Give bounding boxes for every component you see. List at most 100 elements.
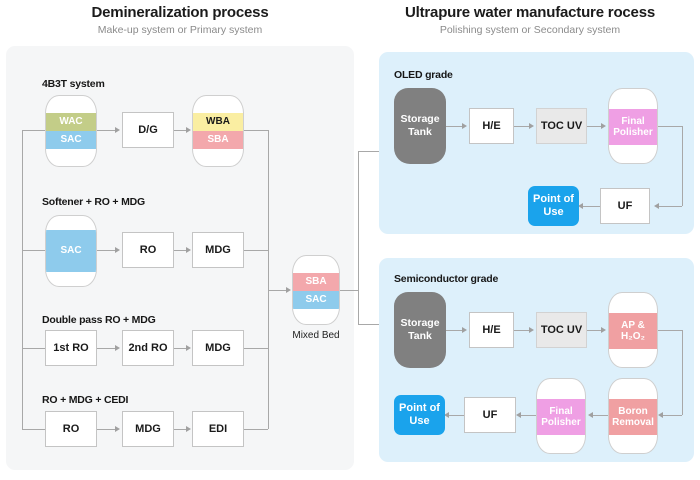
arrow-tank-to-he-oled <box>462 122 467 129</box>
link-into-boron <box>663 415 682 416</box>
vessel-mixed-bed[interactable]: SBA SAC <box>292 255 340 325</box>
arrow-1stro-to-2ndro <box>115 344 120 351</box>
arrow-polisher-to-uf-semi <box>516 411 521 418</box>
band-boron-removal: Boron Removal <box>609 399 657 435</box>
section-label-oled-grade: OLED grade <box>394 69 453 81</box>
semiconductor-point-of-use[interactable]: Point of Use <box>394 395 445 435</box>
oled-final-polisher[interactable]: Final Polisher <box>608 88 658 164</box>
semiconductor-ap-h2o2[interactable]: AP & H₂O₂ <box>608 292 658 368</box>
link-uf-to-pou-oled <box>583 206 600 207</box>
link-to-oled-panel <box>358 151 382 152</box>
link-he-to-tocuv-semi <box>514 330 529 331</box>
outlet-branch-3 <box>244 348 268 349</box>
arrow-ro-to-mdg <box>186 246 191 253</box>
link-to-semiconductor-panel <box>358 324 382 325</box>
arrow-ro-to-mdg-cedi <box>115 425 120 432</box>
oled-storage-tank[interactable]: Storage Tank <box>394 88 446 164</box>
right-column-title: Ultrapure water manufacture rocess <box>405 4 655 21</box>
band-sba: SBA <box>293 273 339 291</box>
link-tocuv-to-polisher-oled <box>587 126 601 127</box>
band-final-polisher: Final Polisher <box>609 109 657 145</box>
inlet-branch-3 <box>22 348 48 349</box>
semiconductor-uf-unit[interactable]: UF <box>464 397 516 433</box>
caption-mixed-bed: Mixed Bed <box>292 330 340 341</box>
semiconductor-heat-exchanger[interactable]: H/E <box>469 312 514 348</box>
arrow-boron-to-polisher <box>588 411 593 418</box>
arrow-tocuv-to-aph2o2 <box>601 326 606 333</box>
arrow-2ndro-to-mdg <box>186 344 191 351</box>
link-softener-to-ro <box>97 250 115 251</box>
unit-edi[interactable]: EDI <box>192 411 244 447</box>
arrow-he-to-tocuv-oled <box>529 122 534 129</box>
semiconductor-boron-removal[interactable]: Boron Removal <box>608 378 658 454</box>
right-column-subtitle: Polishing system or Secondary system <box>439 24 621 36</box>
arrow-he-to-tocuv-semi <box>529 326 534 333</box>
unit-second-ro[interactable]: 2nd RO <box>122 330 174 366</box>
left-column-subtitle: Make-up system or Primary system <box>97 24 263 36</box>
oled-point-of-use[interactable]: Point of Use <box>528 186 579 226</box>
link-1stro-to-2ndro <box>97 348 115 349</box>
arrow-tocuv-to-polisher-oled <box>601 122 606 129</box>
link-ro-to-mdg-cedi <box>97 429 115 430</box>
vessel-softener[interactable]: SAC <box>45 215 97 287</box>
arrow-uf-to-pou-semi <box>444 411 449 418</box>
link-bus-to-mixed-bed <box>268 290 286 291</box>
unit-ro-softener-row[interactable]: RO <box>122 232 174 268</box>
band-ap-h2o2: AP & H₂O₂ <box>609 313 657 349</box>
link-polisher-to-uf-semi <box>521 415 536 416</box>
unit-ro-cedi-row[interactable]: RO <box>45 411 97 447</box>
link-tank-to-he-semi <box>446 330 462 331</box>
band-final-polisher: Final Polisher <box>537 399 585 435</box>
unit-mdg-double-pass-row[interactable]: MDG <box>192 330 244 366</box>
arrow-dg-to-anion <box>186 126 191 133</box>
section-label-ro-mdg-cedi: RO + MDG + CEDI <box>42 394 129 406</box>
outlet-bus-line <box>268 130 269 429</box>
outlet-branch-2 <box>244 250 268 251</box>
link-boron-to-polisher <box>593 415 608 416</box>
arrow-softener-to-ro <box>115 246 120 253</box>
vessel-cation-4b3t[interactable]: WAC SAC <box>45 95 97 167</box>
link-into-uf-oled <box>659 206 682 207</box>
semiconductor-toc-uv[interactable]: TOC UV <box>536 312 587 348</box>
arrow-bus-to-mixed-bed <box>286 286 291 293</box>
link-uf-to-pou-semi <box>449 415 464 416</box>
left-column-title: Demineralization process <box>91 4 269 21</box>
section-label-4b3t: 4B3T system <box>42 78 105 90</box>
oled-uf-unit[interactable]: UF <box>600 188 650 224</box>
unit-mdg-cedi-row[interactable]: MDG <box>122 411 174 447</box>
arrow-cation-to-dg <box>115 126 120 133</box>
link-mdg-to-edi <box>174 429 186 430</box>
link-aph2o2-down <box>658 330 682 331</box>
band-sac: SAC <box>46 230 96 272</box>
oled-heat-exchanger[interactable]: H/E <box>469 108 514 144</box>
distribution-riser <box>358 151 359 324</box>
link-ro-to-mdg <box>174 250 186 251</box>
link-cation-to-dg <box>97 130 115 131</box>
band-wba: WBA <box>193 113 243 131</box>
inlet-branch-4 <box>22 429 48 430</box>
section-label-semiconductor-grade: Semiconductor grade <box>394 273 499 285</box>
link-he-to-tocuv-oled <box>514 126 529 127</box>
unit-first-ro[interactable]: 1st RO <box>45 330 97 366</box>
riser-aph2o2-to-boron <box>682 330 683 415</box>
vessel-anion-4b3t[interactable]: WBA SBA <box>192 95 244 167</box>
unit-degasser[interactable]: D/G <box>122 112 174 148</box>
band-sac: SAC <box>46 131 96 149</box>
semiconductor-final-polisher[interactable]: Final Polisher <box>536 378 586 454</box>
band-wac: WAC <box>46 113 96 131</box>
link-tank-to-he-oled <box>446 126 462 127</box>
arrow-mdg-to-edi <box>186 425 191 432</box>
inlet-branch-2 <box>22 250 48 251</box>
link-mixed-bed-out <box>340 290 358 291</box>
outlet-branch-1 <box>244 130 268 131</box>
oled-toc-uv[interactable]: TOC UV <box>536 108 587 144</box>
link-dg-to-anion <box>174 130 186 131</box>
riser-polisher-to-uf-oled <box>682 126 683 206</box>
arrow-uf-to-pou-oled <box>578 202 583 209</box>
outlet-branch-4 <box>244 429 268 430</box>
inlet-bus-line <box>22 130 23 429</box>
unit-mdg-softener-row[interactable]: MDG <box>192 232 244 268</box>
section-label-softener: Softener + RO + MDG <box>42 196 145 208</box>
semiconductor-storage-tank[interactable]: Storage Tank <box>394 292 446 368</box>
